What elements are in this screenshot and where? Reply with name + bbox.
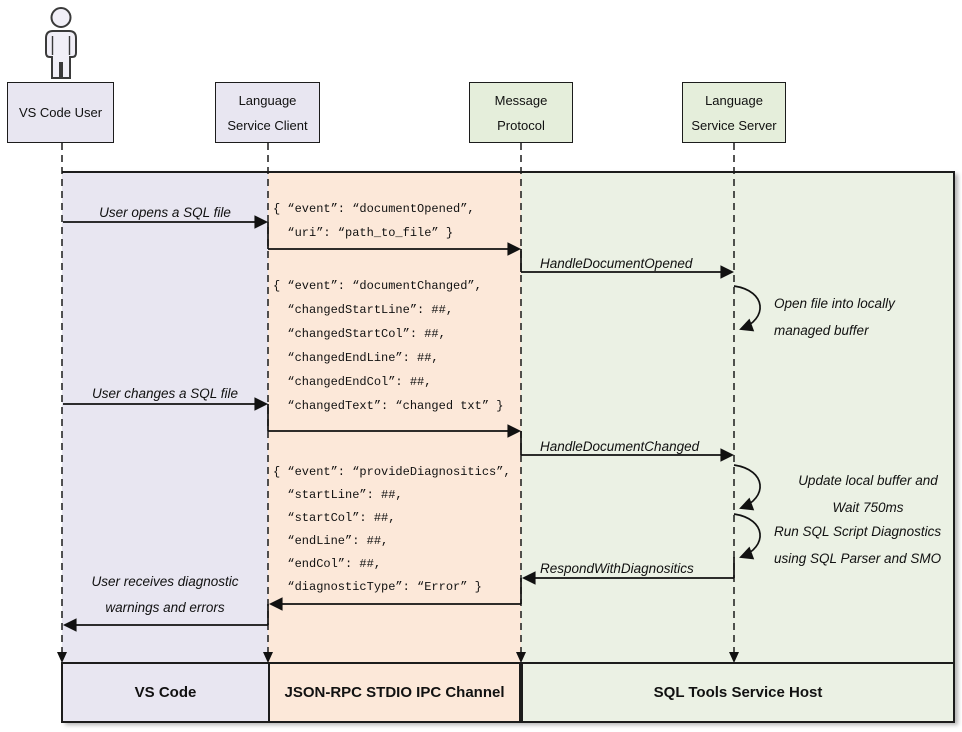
footer-label: VS Code xyxy=(134,684,197,701)
footer-box-ipc-channel: JSON-RPC STDIO IPC Channel xyxy=(268,662,521,723)
payload-document-changed: { “event”: “documentChanged”, “changedSt… xyxy=(273,279,504,413)
message-label-user-receives: User receives diagnostic warnings and er… xyxy=(91,574,239,615)
lane-vscode xyxy=(62,173,268,722)
note-open-file: Open file into locally managed buffer xyxy=(774,296,895,338)
actor-box-language-service-server: Language Service Server xyxy=(682,82,786,143)
actor-label: Language Service Server xyxy=(691,92,777,133)
footer-label: SQL Tools Service Host xyxy=(653,684,823,701)
payload-document-opened: { “event”: “documentOpened”, “uri”: “pat… xyxy=(273,202,475,240)
message-label-handle-opened: HandleDocumentOpened xyxy=(540,256,693,271)
lane-ipc-channel xyxy=(268,173,521,722)
footer-label: JSON-RPC STDIO IPC Channel xyxy=(284,684,505,701)
message-label-user-opens: User opens a SQL file xyxy=(99,205,231,220)
actor-box-vscode-user: VS Code User xyxy=(7,82,114,143)
payload-provide-diagnostics: { “event”: “provideDiagnositics”, “start… xyxy=(273,465,511,594)
message-label-respond: RespondWithDiagnositics xyxy=(540,561,694,576)
actor-box-message-protocol: Message Protocol xyxy=(469,82,573,143)
note-run-diagnostics: Run SQL Script Diagnostics using SQL Par… xyxy=(774,524,942,566)
lane-frame xyxy=(62,171,955,722)
footer-box-service-host: SQL Tools Service Host xyxy=(521,662,955,723)
note-update-buffer: Update local buffer and Wait 750ms xyxy=(798,473,938,515)
footer-box-vscode: VS Code xyxy=(61,662,270,723)
person-icon xyxy=(45,7,77,79)
actor-label: VS Code User xyxy=(18,105,103,120)
actor-label: Language Service Client xyxy=(227,92,308,133)
message-label-handle-changed: HandleDocumentChanged xyxy=(540,439,700,454)
message-label-user-changes: User changes a SQL file xyxy=(91,386,239,401)
actor-label: Message Protocol xyxy=(494,92,548,133)
lane-service-host xyxy=(521,173,953,722)
actor-box-language-service-client: Language Service Client xyxy=(215,82,320,143)
